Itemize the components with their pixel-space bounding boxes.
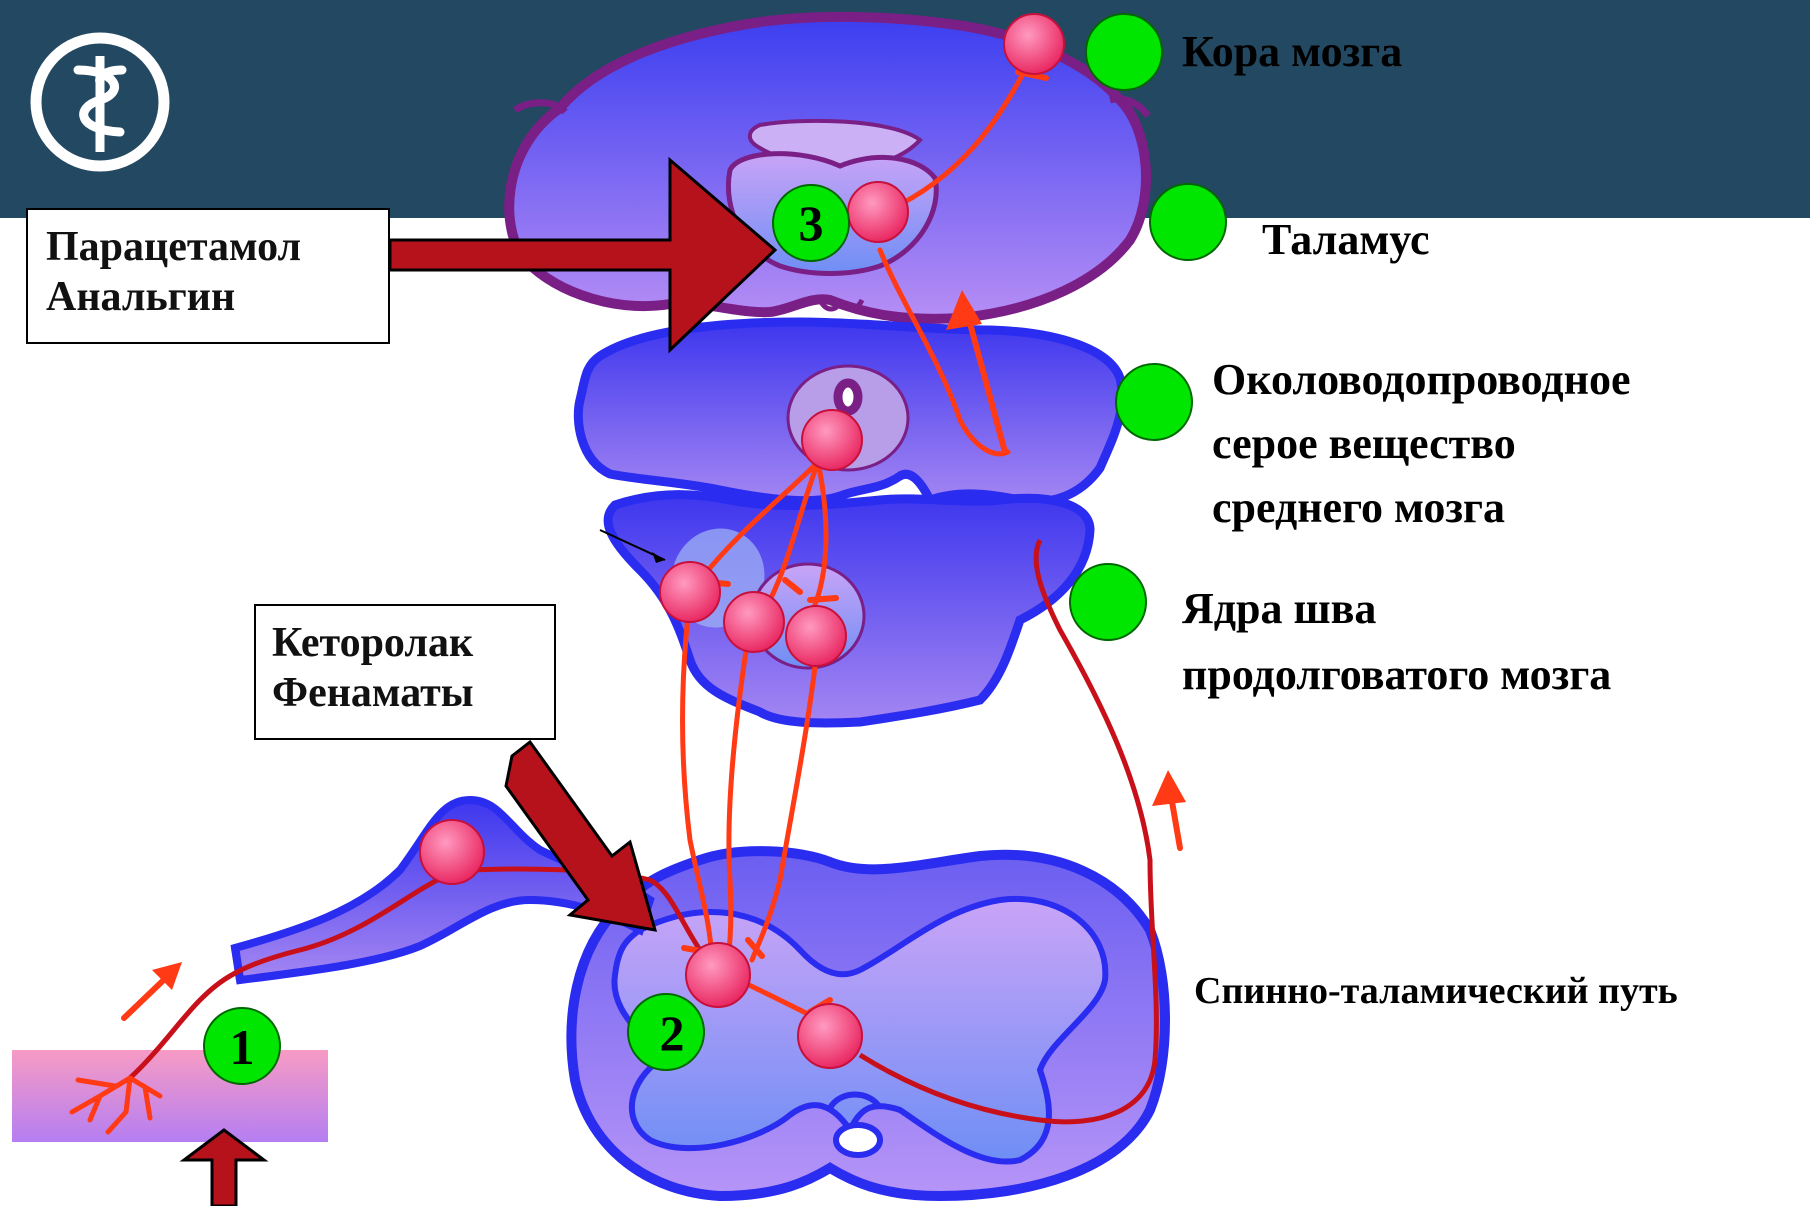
marker-thalamus: [1150, 184, 1226, 260]
neuron-thalamus: [848, 182, 908, 242]
neuron-raphe-3: [786, 606, 846, 666]
marker-2-label: 2: [660, 1005, 685, 1061]
marker-raphe: [1070, 564, 1146, 640]
drug-box-paracetamol: Парацетамол Анальгин: [26, 208, 390, 344]
label-raphe-line1: Ядра шва: [1182, 576, 1611, 642]
drug-box-ketorolac: Кеторолак Фенаматы: [254, 604, 556, 740]
drug-analgin: Анальгин: [46, 272, 388, 322]
midbrain-section: [578, 322, 1122, 502]
label-pag-line2: серое вещество: [1212, 412, 1631, 476]
neuron-dorsal-horn: [686, 943, 750, 1007]
marker-cortex: [1086, 14, 1162, 90]
arrow-head-tract: [1152, 770, 1186, 806]
label-pag: Околоводопроводное серое вещество средне…: [1212, 348, 1631, 540]
drug-ketorolac: Кеторолак: [272, 618, 554, 668]
skin-tissue: [12, 1050, 328, 1142]
marker-1-label: 1: [230, 1019, 255, 1075]
label-raphe: Ядра шва продолговатого мозга: [1182, 576, 1611, 708]
neuron-raphe-1: [660, 562, 720, 622]
label-pag-line1: Околоводопроводное: [1212, 348, 1631, 412]
label-raphe-line2: продолговатого мозга: [1182, 642, 1611, 708]
label-pag-line3: среднего мозга: [1212, 476, 1631, 540]
neuron-raphe-2: [724, 592, 784, 652]
drug-fenamates: Фенаматы: [272, 668, 554, 718]
label-cortex: Кора мозга: [1182, 30, 1402, 74]
neuron-projection: [798, 1004, 862, 1068]
label-thalamus: Таламус: [1262, 218, 1429, 262]
marker-pag: [1116, 364, 1192, 440]
drug-paracetamol: Парацетамол: [46, 222, 388, 272]
label-spinothalamic: Спинно-таламический путь: [1194, 972, 1678, 1010]
neuron-cortex: [1004, 14, 1064, 74]
neuron-ganglion: [420, 820, 484, 884]
marker-3-label: 3: [799, 195, 824, 251]
neuron-pag: [802, 410, 862, 470]
